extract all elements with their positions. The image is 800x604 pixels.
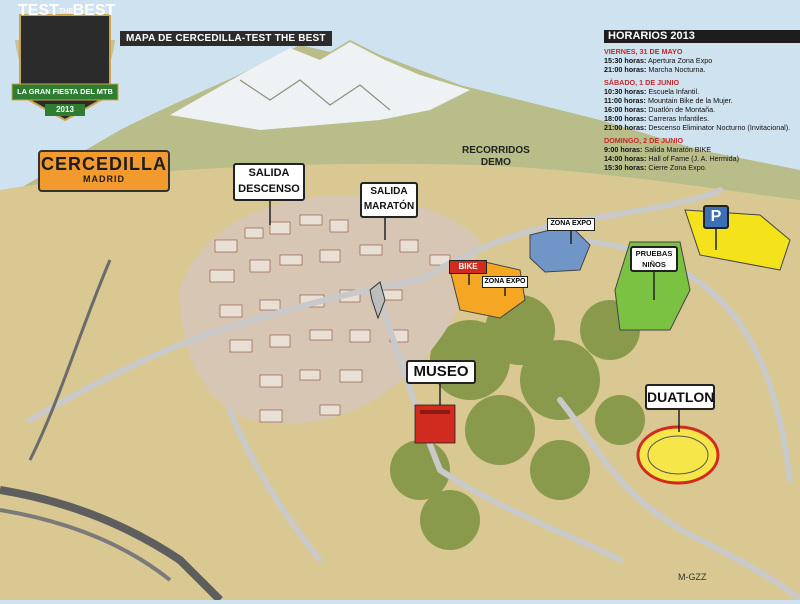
sign-line: MARATÓN <box>363 201 415 212</box>
parking-sign[interactable]: P <box>703 205 729 229</box>
schedule-time: 14:00 horas: <box>604 154 647 163</box>
schedule-item: 16:00 horas: Duatlón de Montaña. <box>604 105 800 114</box>
schedule-item: 15:30 horas: Cierre Zona Expo. <box>604 163 800 172</box>
schedule-time: 11:00 horas: <box>604 96 646 105</box>
sign-line: DESCENSO <box>238 183 300 195</box>
sign-line: DEMO <box>480 157 511 168</box>
museum-building <box>414 404 456 444</box>
sign-line: SALIDA <box>248 167 290 179</box>
schedule-time: 15:30 horas: <box>604 163 647 172</box>
salida-maraton-sign[interactable]: SALIDA MARATÓN <box>360 182 418 218</box>
logo-text-best: BEST <box>72 2 116 19</box>
schedule-item: 11:00 horas: Mountain Bike de la Mujer. <box>604 96 800 105</box>
schedule-event: Cierre Zona Expo. <box>648 163 707 172</box>
sign-line: SALIDA <box>370 186 408 197</box>
schedule-event: Mountain Bike de la Mujer. <box>647 96 733 105</box>
schedule-event: Duatlón de Montaña. <box>648 105 716 114</box>
roads <box>27 187 800 603</box>
forest <box>390 295 645 550</box>
schedule-time: 21:00 horas: <box>604 123 647 132</box>
schedule-event: Salida Maratón BIKE <box>644 145 712 154</box>
schedule-event: Escuela Infantil. <box>648 87 700 96</box>
schedule-title: HORARIOS 2013 <box>604 30 800 43</box>
pruebas-ninos-sign[interactable]: PRUEBAS NIÑOS <box>630 246 678 272</box>
logo: TEST THE BEST LA GRAN FIESTA DEL MTB 201… <box>0 0 130 130</box>
logo-ribbon: LA GRAN FIESTA DEL MTB <box>17 87 113 96</box>
start-arrow-marker <box>369 281 386 320</box>
sign-line: PRUEBAS <box>635 249 673 258</box>
schedule-day: VIERNES, 31 DE MAYO <box>604 47 683 56</box>
location-banner: CERCEDILLA MADRID <box>38 150 170 192</box>
logo-text-the: THE <box>59 8 73 15</box>
schedule-item: 9:00 horas: Salida Maratón BIKE <box>604 145 800 154</box>
schedule-item: 15:30 horas: Apertura Zona Expo <box>604 56 800 65</box>
railway <box>0 259 223 603</box>
schedule-day: SÁBADO, 1 DE JUNIO <box>604 78 680 87</box>
schedule-item: 10:30 horas: Escuela Infantil. <box>604 87 800 96</box>
schedule-event: Carreras Infantiles. <box>648 114 710 123</box>
salida-descenso-sign[interactable]: SALIDA DESCENSO <box>233 163 305 201</box>
location-name: CERCEDILLA <box>41 154 167 174</box>
schedule-time: 15:30 horas: <box>604 56 647 65</box>
schedule-time: 16:00 horas: <box>604 105 647 114</box>
schedule-item: 18:00 horas: Carreras Infantiles. <box>604 114 800 123</box>
schedule-item: 14:00 horas: Hall of Fame (J. A. Hermida… <box>604 154 800 163</box>
sign-line: RECORRIDOS <box>462 145 530 156</box>
schedule-time: 9:00 horas: <box>604 145 643 154</box>
duatlon-track <box>636 425 720 485</box>
schedule-time: 21:00 horas: <box>604 65 647 74</box>
schedule-time: 18:00 horas: <box>604 114 647 123</box>
bike-sign[interactable]: BIKE <box>449 260 487 274</box>
logo-year: 2013 <box>56 105 74 114</box>
logo-badge <box>11 14 119 122</box>
schedule-item: 21:00 horas: Descenso Eliminator Nocturn… <box>604 123 800 132</box>
recorridos-demo-label[interactable]: RECORRIDOS DEMO <box>462 145 530 169</box>
schedule-event: Apertura Zona Expo <box>647 56 713 65</box>
museo-sign[interactable]: MUSEO <box>406 360 476 384</box>
map-title: MAPA DE CERCEDILLA-TEST THE BEST <box>120 31 332 46</box>
artist-signature: M-GZZ <box>678 572 707 582</box>
logo-text-test: TEST <box>18 2 59 19</box>
schedule-event: Descenso Eliminator Nocturno (Invitacion… <box>648 123 791 132</box>
location-region: MADRID <box>83 174 125 184</box>
zona-expo-sign-blue[interactable]: ZONA EXPO <box>547 218 595 231</box>
schedule-time: 10:30 horas: <box>604 87 647 96</box>
schedule-event: Hall of Fame (J. A. Hermida) <box>648 154 740 163</box>
zona-expo-sign-orange[interactable]: ZONA EXPO <box>482 276 528 288</box>
schedule-day: DOMINGO, 2 DE JUNIO <box>604 136 684 145</box>
schedule-item: 21:00 horas: Marcha Nocturna. <box>604 65 800 74</box>
schedule-panel: HORARIOS 2013 VIERNES, 31 DE MAYO 15:30 … <box>604 30 800 172</box>
sign-line: NIÑOS <box>642 260 666 269</box>
schedule-event: Marcha Nocturna. <box>648 65 706 74</box>
duatlon-sign[interactable]: DUATLON <box>645 384 715 410</box>
